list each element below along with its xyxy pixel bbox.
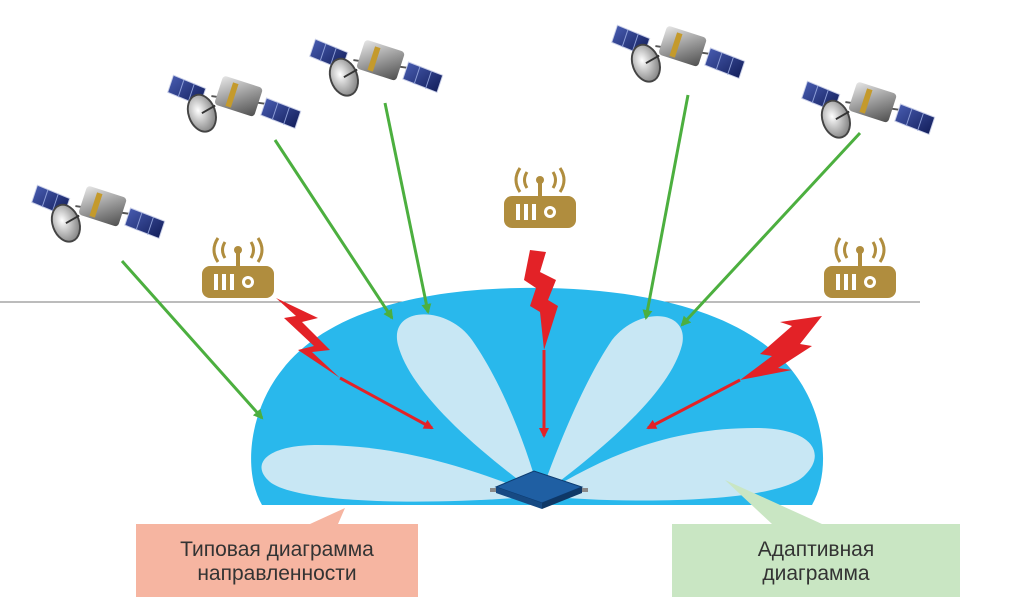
callout-typical-label: Типовая диаграмма направленности — [136, 530, 418, 594]
satellite-icon — [30, 184, 166, 247]
radiation-pattern-lobes — [261, 314, 815, 502]
callout-adaptive-box — [672, 480, 960, 597]
signal-arrow — [120, 260, 264, 420]
jammer-bolt — [740, 316, 822, 380]
signal-arrow — [383, 102, 432, 314]
jammer-router-icon — [200, 236, 276, 300]
signal-arrow — [642, 94, 690, 320]
satellite-icon — [610, 24, 746, 87]
signal-arrow — [680, 131, 862, 327]
jammer-arrow — [339, 376, 434, 430]
jammer-bolt — [276, 298, 340, 378]
satellite-icon — [800, 80, 936, 143]
jammer-arrows — [276, 250, 822, 438]
jammer-router-icon — [822, 236, 898, 300]
jammer-bolt — [524, 250, 558, 350]
jammer-arrow — [646, 378, 741, 430]
satellite-icon — [308, 38, 444, 101]
satellite-icon — [166, 74, 302, 137]
jammer-router-icon — [502, 166, 578, 230]
signal-arrow — [273, 139, 394, 320]
callout-adaptive-label: Адаптивная диаграмма — [672, 530, 960, 594]
signal-arrows — [120, 94, 862, 420]
callout-typical-line2: направленности — [197, 562, 357, 585]
callout-typical-line1: Типовая диаграмма — [180, 538, 374, 561]
callout-adaptive-line2: диаграмма — [762, 562, 870, 585]
callout-adaptive-line1: Адаптивная — [757, 538, 875, 561]
antenna-chip-icon — [490, 470, 588, 509]
callout-typical-box — [136, 508, 418, 597]
